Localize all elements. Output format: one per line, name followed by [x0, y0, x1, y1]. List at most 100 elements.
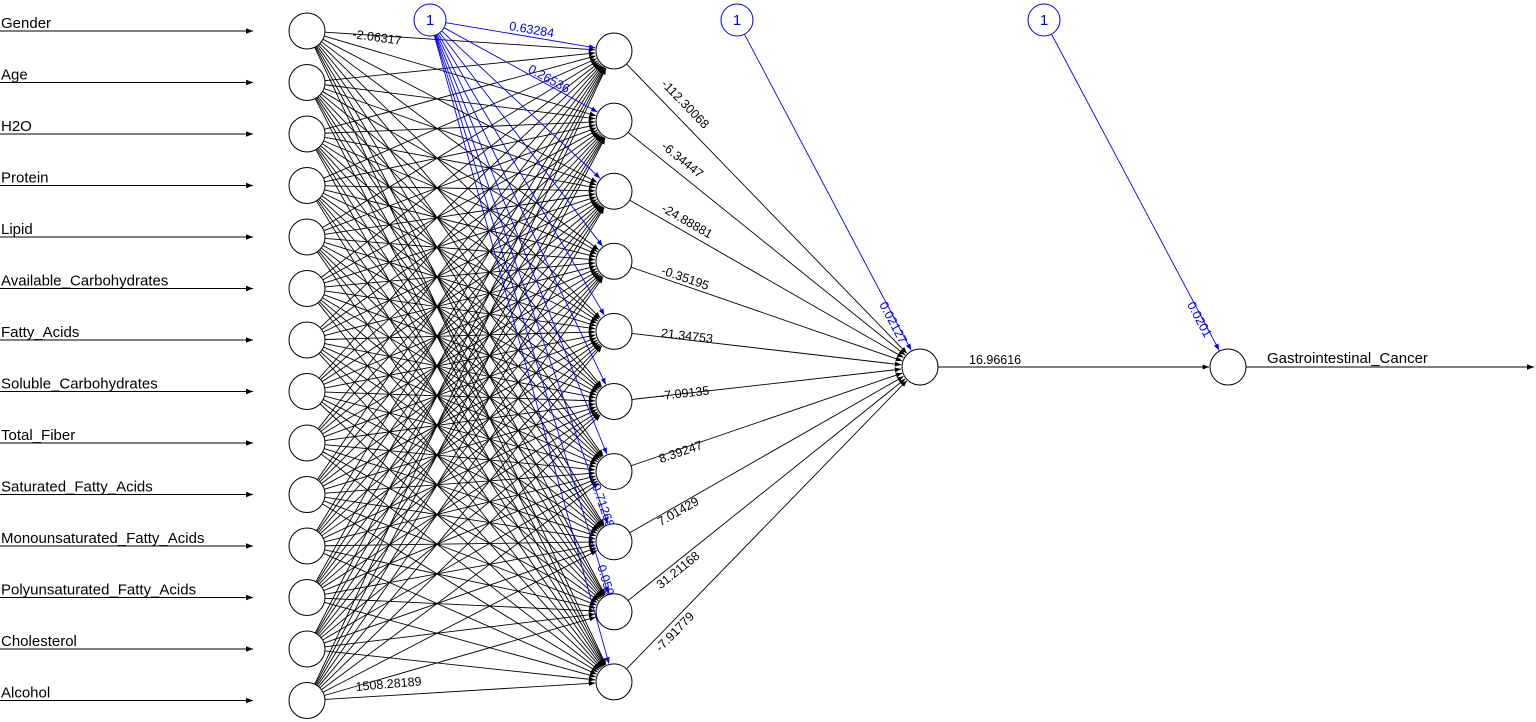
edge-input-8-hidden1-10	[319, 403, 601, 670]
weight-label-hidden1-6-hidden2: -7.09135	[659, 384, 710, 403]
edge-input-8-hidden1-5	[324, 333, 596, 389]
edge-input-14-hidden1-9	[324, 616, 596, 696]
edge-hidden1-5-hidden2	[631, 333, 902, 367]
input-label-saturated-fatty-acids: Saturated_Fatty_Acids	[1, 479, 153, 496]
edge-input-9-hidden1-9	[322, 451, 598, 604]
connection-edges	[0, 22, 1534, 704]
edge-input-14-hidden1-10	[324, 680, 596, 700]
edge-input-6-hidden1-10	[317, 302, 603, 668]
bias-node-3-label: 1	[1040, 12, 1048, 29]
edge-input-11-hidden1-7	[324, 475, 596, 543]
edge-input-13-hidden1-1	[314, 67, 606, 634]
edge-bias1-hidden1-3	[441, 30, 601, 179]
edge-hidden1-6-hidden2	[631, 367, 902, 400]
input-label-gender: Gender	[1, 15, 51, 32]
input-node-lipid	[288, 218, 326, 256]
edge-input-2-hidden1-9	[315, 97, 605, 596]
edge-input-9-hidden1-2	[319, 134, 602, 431]
edge-input-1-hidden1-5	[319, 43, 601, 319]
edge-input-11-hidden1-8	[324, 539, 596, 547]
edge-input-8-hidden1-2	[320, 133, 601, 380]
edge-input-12-hidden1-7	[323, 478, 597, 592]
input-label-total-fiber: Total_Fiber	[1, 427, 75, 444]
hidden1-node-10	[595, 663, 633, 701]
weight-label-hidden1-9-hidden2: 31.21168	[654, 549, 703, 592]
bias-node-2	[720, 3, 754, 37]
weight-label-input-alcohol: 1508.28189	[355, 674, 422, 694]
edge-input-10-hidden1-7	[324, 470, 596, 494]
weight-label-hidden1-10-hidden2: -7.91779	[653, 609, 697, 654]
edge-bias1-hidden1-8	[434, 34, 609, 524]
edge-input-3-hidden1-9	[316, 148, 605, 597]
edge-input-12-hidden1-8	[324, 543, 596, 595]
edge-input-7-hidden1-2	[321, 131, 599, 330]
edge-input-5-hidden1-4	[324, 237, 596, 262]
edge-input-10-hidden1-2	[318, 135, 603, 481]
edge-input-5-hidden1-1	[322, 60, 598, 229]
hidden3-node	[1209, 348, 1247, 386]
edge-input-8-hidden1-3	[321, 201, 599, 383]
edge-input-5-hidden1-3	[324, 192, 596, 235]
edge-input-10-hidden1-1	[316, 66, 604, 480]
edge-input-14-hidden1-6	[319, 414, 601, 689]
input-label-h2o: H2O	[1, 118, 32, 135]
edge-bias1-hidden1-10	[433, 35, 610, 664]
edge-input-3-hidden1-5	[321, 143, 599, 322]
edge-input-10-hidden1-9	[323, 500, 597, 606]
hidden1-node-5	[595, 312, 633, 350]
edge-input-7-hidden1-6	[324, 343, 596, 400]
edge-input-11-hidden1-2	[317, 136, 604, 532]
edge-input-9-hidden1-7	[324, 444, 596, 472]
input-node-soluble-carbohydrates	[288, 373, 326, 410]
weight-labels: -2.063171508.281890.632840.265360.712680…	[352, 19, 1215, 694]
edge-input-10-hidden1-8	[324, 496, 596, 541]
edge-input-3-hidden1-3	[324, 136, 596, 190]
edge-input-3-hidden1-8	[317, 148, 603, 527]
input-label-fatty-acids: Fatty_Acids	[1, 324, 79, 341]
edge-input-8-hidden1-8	[322, 399, 598, 534]
edge-input-2-hidden1-6	[319, 95, 602, 389]
edge-input-13-hidden1-10	[324, 650, 596, 682]
edge-input-8-hidden1-1	[318, 64, 602, 379]
weight-label-hidden1-8-hidden2: 7.01429	[655, 494, 701, 529]
edge-input-1-hidden1-7	[316, 45, 604, 457]
input-node-saturated-fatty-acids	[288, 476, 326, 513]
edge-bias1-hidden1-1	[445, 22, 596, 50]
edge-input-2-hidden1-7	[317, 96, 603, 457]
edge-input-2-hidden1-3	[323, 88, 597, 186]
input-node-h2o	[288, 115, 326, 153]
edge-input-13-hidden1-4	[317, 275, 603, 636]
edge-input-2-hidden1-4	[322, 91, 598, 253]
edge-input-4-hidden1-4	[324, 189, 596, 258]
edge-input-1-hidden1-8	[315, 46, 605, 526]
edge-input-5-hidden1-5	[324, 241, 596, 327]
input-label-monounsaturated-fatty-acids: Monounsaturated_Fatty_Acids	[1, 530, 204, 547]
edge-input-9-hidden1-1	[317, 65, 603, 430]
edge-input-12-hidden1-3	[317, 206, 603, 584]
weight-label-hidden1-2-hidden2: -6.34447	[659, 139, 706, 181]
input-node-gender	[288, 12, 326, 50]
input-label-alcohol: Alcohol	[1, 685, 50, 702]
node-labels: GenderAgeH2OProteinLipidAvailable_Carboh…	[1, 12, 1428, 702]
hidden1-node-7	[595, 453, 633, 491]
edge-input-12-hidden1-10	[324, 601, 596, 678]
edge-input-6-hidden1-9	[319, 301, 602, 599]
edge-bias3-hidden3	[1051, 33, 1220, 351]
edge-input-13-hidden1-7	[322, 480, 598, 641]
input-label-available-carbohydrates: Available_Carbohydrates	[1, 273, 168, 290]
edge-input-5-hidden1-9	[318, 250, 603, 598]
weight-label-input-gender: -2.06317	[352, 27, 403, 48]
edge-input-7-hidden1-8	[321, 349, 599, 532]
weight-label-hidden1-3-hidden2: -24.88881	[659, 201, 715, 241]
edge-hidden1-7-hidden2	[630, 372, 903, 467]
edge-bias2-hidden2	[744, 33, 912, 351]
edge-input-11-hidden1-1	[316, 66, 605, 531]
edge-input-12-hidden1-9	[324, 597, 596, 614]
edge-hidden1-10-hidden2	[626, 380, 908, 670]
hidden1-node-9	[595, 593, 633, 631]
edge-input-2-hidden1-2	[324, 84, 596, 121]
edge-input-11-hidden1-6	[323, 409, 598, 539]
edge-input-5-hidden1-10	[316, 251, 604, 667]
edge-input-2-hidden1-8	[316, 97, 604, 527]
edge-input-6-hidden1-1	[320, 62, 600, 278]
